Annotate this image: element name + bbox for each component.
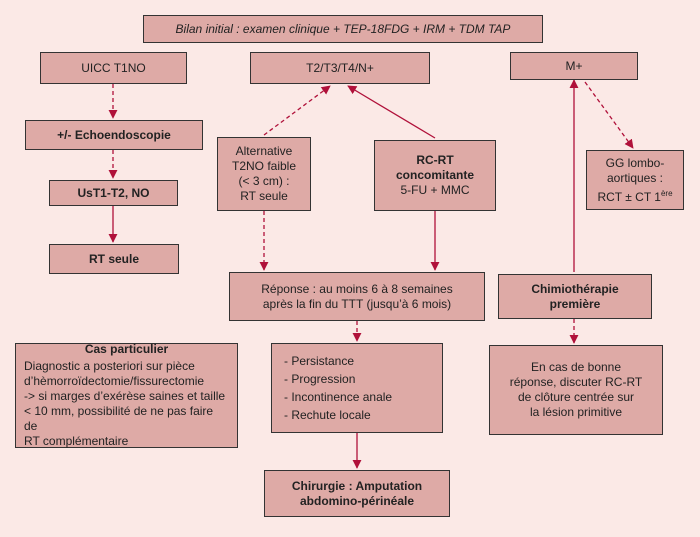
ust1-t2-label: UsT1-T2, NO [77,185,150,200]
good-response-line-4: la lésion primitive [529,405,623,419]
alternative-line-2: T2NO faible [231,159,297,173]
surgery-line-1: Chirurgie : Amputation [291,478,423,493]
ust1-t2-box: UsT1-T2, NO [49,180,178,206]
alternative-box: Alternative T2NO faible (< 3 cm) : RT se… [217,137,311,211]
special-case-line-4: < 10 mm, possibilité de ne pas faire de [24,404,214,433]
stage-m-plus-label: M+ [565,58,583,73]
rt-only-label: RT seule [88,251,139,266]
stage-t1n0-box: UICC T1NO [40,52,187,84]
initial-assessment-text: Bilan initial : examen clinique + TEP-18… [175,21,511,36]
response-line-1: Réponse : au moins 6 à 8 semaines [261,281,453,296]
alternative-line-3: (< 3 cm) : [238,174,290,188]
special-case-line-1: Diagnostic a posteriori sur pièce [24,359,195,373]
chemo-line-1: Chimiothérapie [531,281,619,296]
response-box: Réponse : au moins 6 à 8 semaines après … [229,272,485,321]
good-response-line-3: de clôture centrée sur [517,390,635,404]
stage-t2-t4-label: T2/T3/T4/N+ [306,60,374,75]
alternative-line-4: RT seule [240,189,288,203]
first-line-chemo-box: Chimiothérapie première [498,274,652,319]
alternative-line-1: Alternative [235,144,293,158]
surgery-line-2: abdomino-périnéale [299,493,415,508]
initial-assessment-box: Bilan initial : examen clinique + TEP-18… [143,15,543,43]
response-line-2: après la fin du TTT (jusqu’à 6 mois) [262,296,452,311]
lymph-nodes-box: GG lombo- aortiques : RCT ± CT 1ère [586,150,684,210]
rt-only-box: RT seule [49,244,179,274]
lymph-nodes-line-1: GG lombo- [605,155,665,170]
lymph-nodes-rct: RCT ± CT 1 [597,189,661,204]
rc-rt-title-1: RC-RT [416,153,454,167]
special-case-title: Cas particulier [84,342,169,356]
stage-t1n0-label: UICC T1NO [81,60,146,75]
outcome-persistence: - Persistance [284,353,355,368]
echoendoscopy-label: +/- Echoendoscopie [57,127,171,142]
stage-t2-t4-box: T2/T3/T4/N+ [250,52,430,84]
outcome-progression: - Progression [284,371,356,386]
arrow-m-to-gg [584,81,634,149]
lymph-nodes-sup: ère [660,188,673,198]
special-case-line-3: -> si marges d’exérèse saines et taille [24,389,226,403]
special-case-line-2: d’hèmorroïdectomie/fissurectomie [24,374,205,388]
surgery-box: Chirurgie : Amputation abdomino-périnéal… [264,470,450,517]
arrow-alt-to-stage [263,85,331,136]
outcome-incontinence: - Incontinence anale [284,389,393,404]
good-response-box: En cas de bonne réponse, discuter RC-RT … [489,345,663,435]
stage-m-plus-box: M+ [510,52,638,80]
echoendoscopy-box: +/- Echoendoscopie [25,120,203,150]
chemo-line-2: première [549,296,601,311]
lymph-nodes-line-2: aortiques : [606,170,664,185]
special-case-line-5: RT complémentaire [24,434,129,448]
rc-rt-title-2: concomitante [395,168,474,182]
good-response-line-1: En cas de bonne [530,360,622,374]
outcomes-box: - Persistance - Progression - Incontinen… [271,343,443,433]
arrow-rcrt-to-stage [347,85,436,139]
outcome-relapse: - Rechute locale [284,407,371,422]
rc-rt-drugs: 5-FU + MMC [400,183,470,197]
special-case-box: Cas particulier Diagnostic a posteriori … [15,342,238,448]
outcomes-list: - Persistance - Progression - Incontinen… [284,351,392,426]
lymph-nodes-line-3: RCT ± CT 1ère [597,186,672,205]
rc-rt-box: RC-RT concomitante 5-FU + MMC [374,140,496,211]
good-response-line-2: réponse, discuter RC-RT [509,375,643,389]
